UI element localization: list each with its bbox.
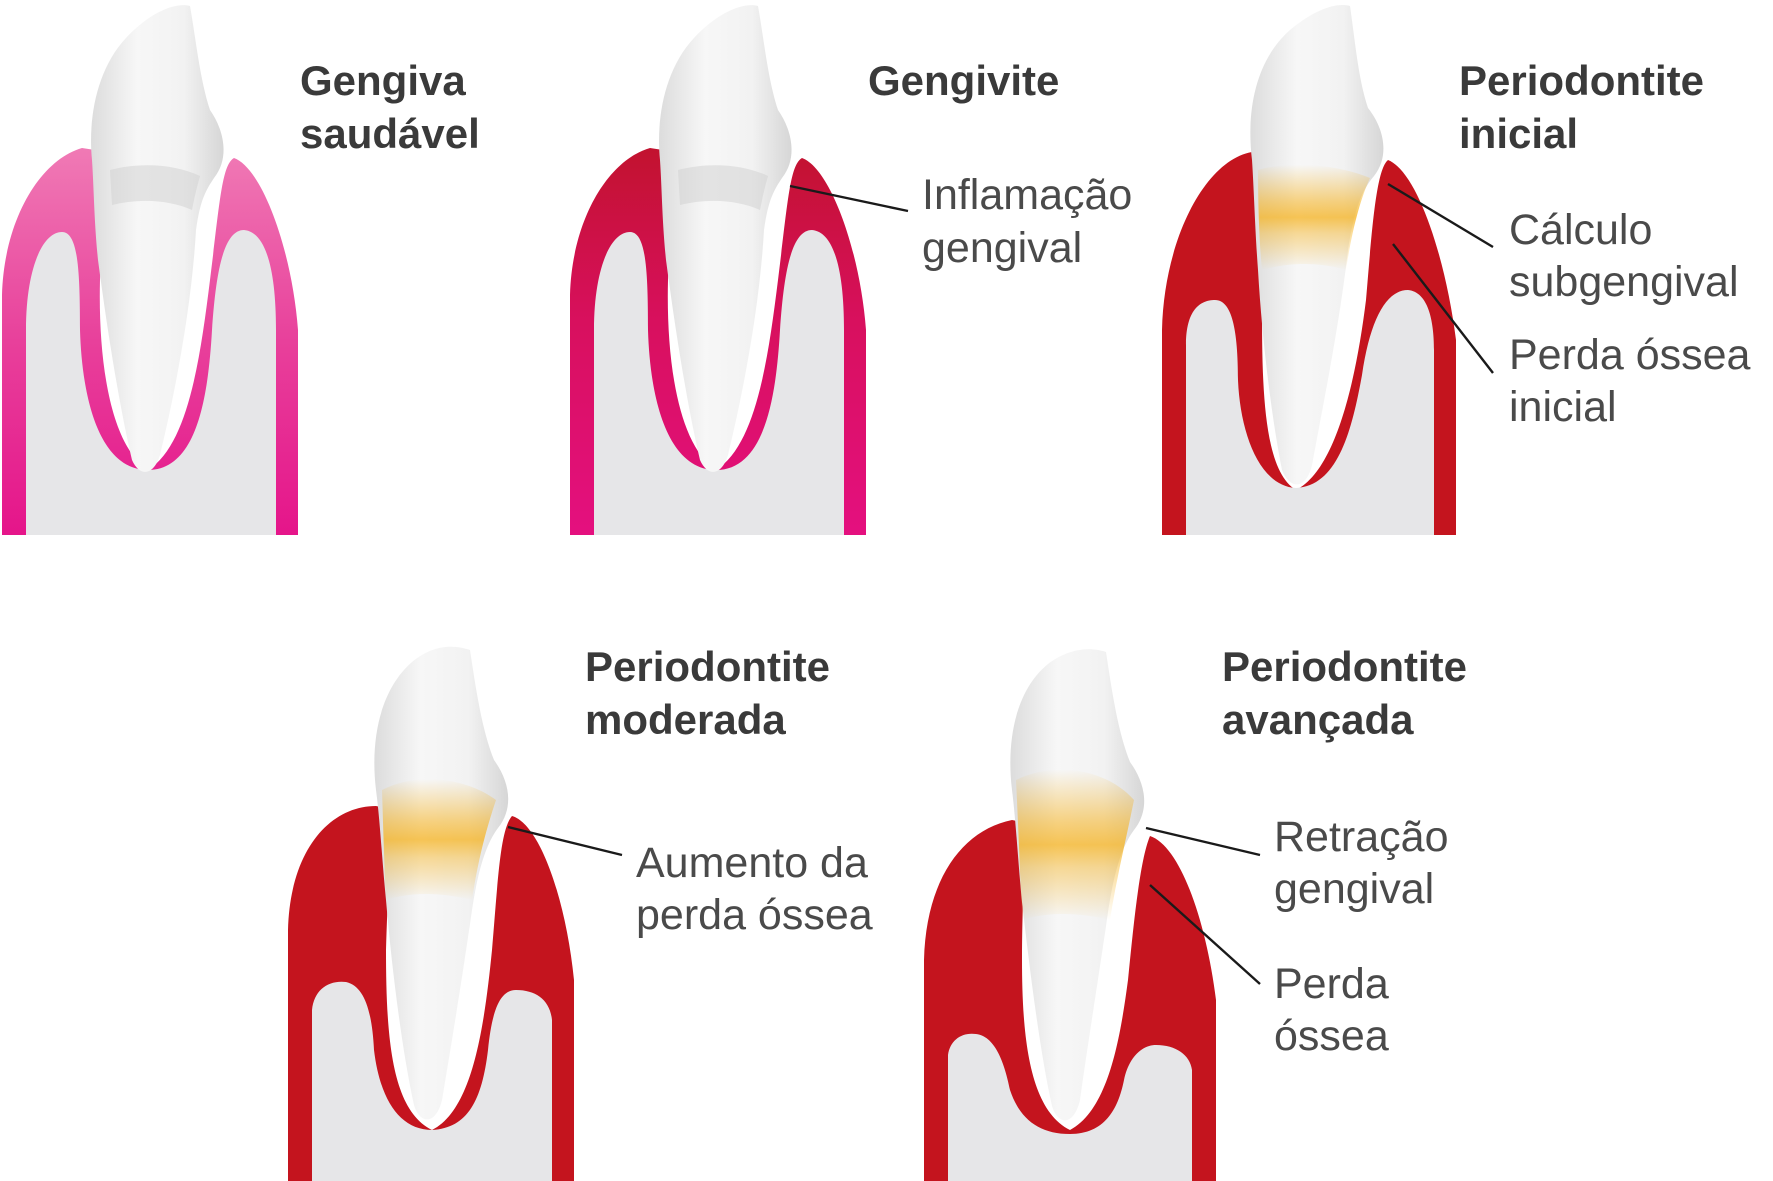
annotation-line: inicial xyxy=(1509,383,1617,431)
stage-gingivitis: Gengivite Inflamação gengival xyxy=(570,5,1132,535)
title-line: Gengivite xyxy=(868,57,1059,104)
stage-healthy: Gengiva saudável xyxy=(2,5,480,535)
title-line: Periodontite xyxy=(585,643,830,690)
stage-moderate-periodontitis: Periodontite moderada Aumento da perda ó… xyxy=(288,643,873,1181)
title-line: saudável xyxy=(300,110,480,157)
title-line: moderada xyxy=(585,696,786,743)
tartar-deposit xyxy=(1016,770,1134,920)
annotation-line: gengival xyxy=(1274,865,1434,913)
title-line: Periodontite xyxy=(1222,643,1467,690)
title-line: inicial xyxy=(1459,110,1578,157)
annotation-line: Aumento da xyxy=(636,839,868,887)
title-gingivitis: Gengivite xyxy=(868,57,1059,104)
title-healthy: Gengiva saudável xyxy=(300,57,480,157)
title-line: Gengiva xyxy=(300,57,466,104)
annotation-line: Cálculo xyxy=(1509,206,1652,254)
title-initial: Periodontite inicial xyxy=(1459,57,1704,157)
title-line: Periodontite xyxy=(1459,57,1704,104)
title-moderate: Periodontite moderada xyxy=(585,643,830,743)
tartar-deposit xyxy=(382,779,496,900)
annotation-line: perda óssea xyxy=(636,891,873,939)
title-line: avançada xyxy=(1222,696,1414,743)
stage-advanced-periodontitis: Periodontite avançada Retração gengival … xyxy=(924,643,1467,1181)
annotation-line: subgengival xyxy=(1509,258,1739,306)
annotation-line: gengival xyxy=(922,224,1082,272)
tartar-deposit xyxy=(1258,165,1370,270)
annotation-line: Perda xyxy=(1274,960,1389,1008)
annotation-line: Perda óssea xyxy=(1509,331,1751,379)
stage-initial-periodontitis: Periodontite inicial Cálculo subgengival… xyxy=(1162,5,1751,535)
annotation-line: Inflamação xyxy=(922,171,1132,219)
annotation-line: óssea xyxy=(1274,1012,1389,1060)
annotation-line: Retração xyxy=(1274,813,1448,861)
title-advanced: Periodontite avançada xyxy=(1222,643,1467,743)
